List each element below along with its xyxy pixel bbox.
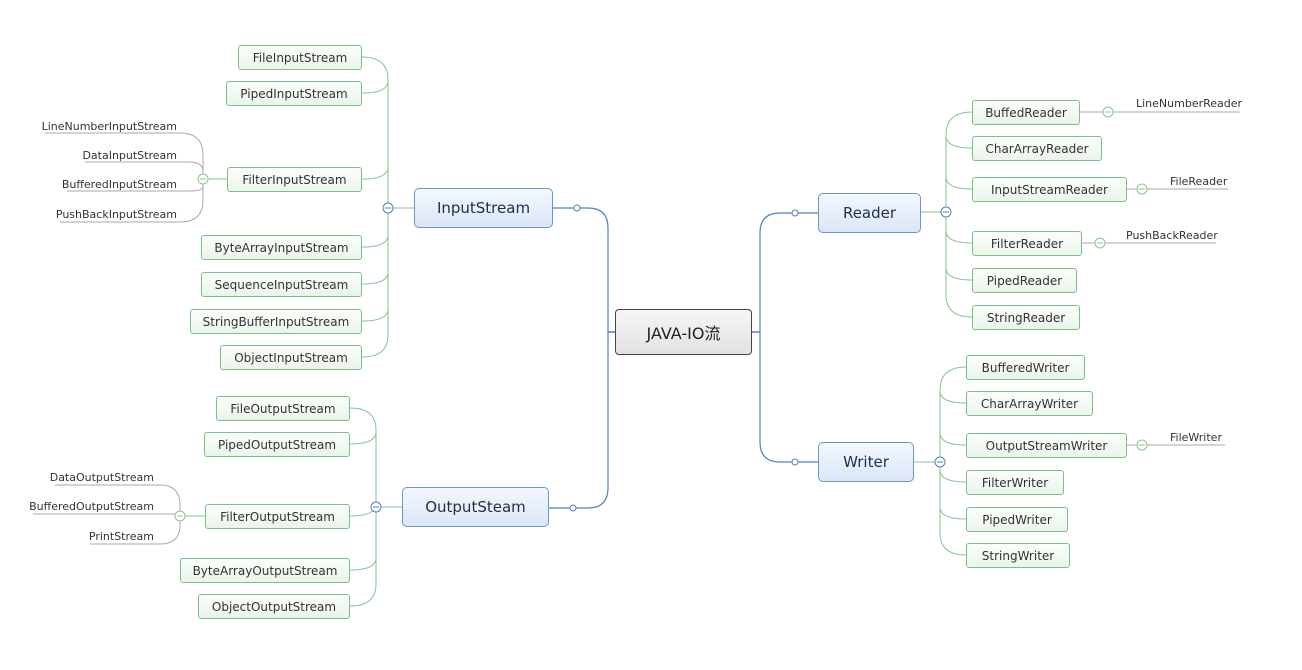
edge-root-writer — [752, 331, 818, 463]
collapse-dot-outputsteam[interactable] — [569, 504, 577, 512]
collapse-dot-reader[interactable] — [791, 209, 799, 217]
node-stringreader[interactable]: StringReader — [972, 305, 1080, 330]
edge-writer-child-2 — [939, 469, 967, 483]
leaf-linenumberreader[interactable]: LineNumberReader — [1136, 97, 1243, 110]
edge-writer-child-3 — [939, 506, 967, 520]
edge-inputstream-child-4 — [361, 308, 389, 322]
node-bufferedwriter[interactable]: BufferedWriter — [966, 355, 1085, 380]
node-reader[interactable]: Reader — [818, 193, 921, 233]
node-writer[interactable]: Writer — [818, 442, 914, 482]
node-stringbufferinputstream[interactable]: StringBufferInputStream — [190, 309, 362, 334]
node-inputstreamreader[interactable]: InputStreamReader — [972, 177, 1127, 202]
leaf-dataoutputstream[interactable]: DataOutputStream — [49, 471, 154, 484]
node-sequenceinputstream[interactable]: SequenceInputStream — [201, 272, 362, 297]
edge-reader-child-0 — [945, 135, 973, 149]
node-pipedreader[interactable]: PipedReader — [972, 268, 1077, 293]
leaf-pushbackreader[interactable]: PushBackReader — [1126, 229, 1218, 242]
node-filterwriter[interactable]: FilterWriter — [966, 470, 1064, 495]
leaf-printstream[interactable]: PrintStream — [88, 530, 154, 543]
node-pipedinputstream[interactable]: PipedInputStream — [226, 81, 362, 106]
node-chararraywriter[interactable]: CharArrayWriter — [966, 391, 1093, 416]
leaf-pushbackinputstream[interactable]: PushBackInputStream — [55, 208, 177, 221]
leaf-linenumberinputstream[interactable]: LineNumberInputStream — [41, 120, 177, 133]
collapse-dot-inputstream[interactable] — [573, 204, 581, 212]
edge-leaf-datainputstream — [85, 161, 204, 173]
node-bytearrayoutputstream[interactable]: ByteArrayOutputStream — [180, 558, 350, 583]
collapse-dot-writer[interactable] — [791, 458, 799, 466]
edge-inputstream-child-2 — [361, 234, 389, 248]
node-stringwriter[interactable]: StringWriter — [966, 543, 1070, 568]
node-filterinputstream[interactable]: FilterInputStream — [227, 167, 362, 192]
edge-inputstream-child-0 — [361, 80, 389, 94]
node-buffedreader[interactable]: BuffedReader — [972, 100, 1080, 125]
edge-outputsteam-child-2 — [349, 557, 377, 571]
edge-reader-child-1 — [945, 176, 973, 190]
node-bytearrayinputstream[interactable]: ByteArrayInputStream — [201, 235, 362, 260]
edge-outputsteam-child-0 — [349, 431, 377, 445]
edge-root-inputstream — [553, 207, 615, 333]
leaf-filereader[interactable]: FileReader — [1170, 175, 1228, 188]
edge-reader-child-3 — [945, 267, 973, 281]
node-chararrayreader[interactable]: CharArrayReader — [972, 136, 1102, 161]
node-filteroutputstream[interactable]: FilterOutputStream — [205, 504, 350, 529]
node-pipedoutputstream[interactable]: PipedOutputStream — [204, 432, 350, 457]
node-filterreader[interactable]: FilterReader — [972, 231, 1082, 256]
node-pipedwriter[interactable]: PipedWriter — [966, 507, 1068, 532]
edge-reader-child-2 — [945, 230, 973, 244]
leaf-filewriter[interactable]: FileWriter — [1170, 431, 1222, 444]
leaf-datainputstream[interactable]: DataInputStream — [82, 149, 177, 162]
node-fileinputstream[interactable]: FileInputStream — [238, 45, 362, 70]
edge-inputstream-child-3 — [361, 271, 389, 285]
node-objectoutputstream[interactable]: ObjectOutputStream — [198, 594, 350, 619]
edge-root-reader — [752, 212, 818, 333]
leaf-bufferedoutputstream[interactable]: BufferedOutputStream — [29, 500, 154, 513]
node-fileoutputstream[interactable]: FileOutputStream — [216, 396, 350, 421]
edge-writer-child-1 — [939, 432, 967, 446]
edge-leaf-bufferedinputstream — [67, 185, 204, 192]
edge-root-outputsteam — [549, 331, 615, 509]
edge-writer-child-0 — [939, 390, 967, 404]
node-outputsteam[interactable]: OutputSteam — [402, 487, 549, 527]
edge-inputstream-child-1 — [361, 166, 389, 180]
leaf-bufferedinputstream[interactable]: BufferedInputStream — [61, 178, 177, 191]
node-outputstreamwriter[interactable]: OutputStreamWriter — [966, 433, 1127, 458]
node-objectinputstream[interactable]: ObjectInputStream — [220, 345, 362, 370]
root-node[interactable]: JAVA-IO流 — [615, 309, 752, 355]
node-inputstream[interactable]: InputStream — [414, 188, 553, 228]
